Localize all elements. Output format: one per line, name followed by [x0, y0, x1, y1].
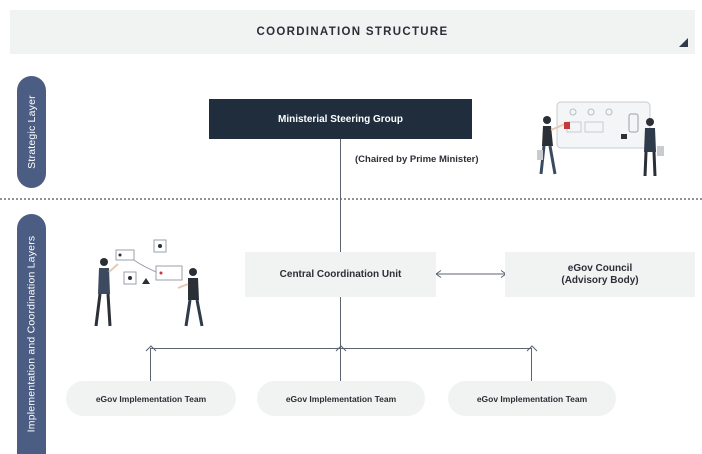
steering-group-label: Ministerial Steering Group — [277, 113, 404, 125]
implementation-team-2: eGov Implementation Team — [257, 381, 425, 416]
implementation-layer-label: Implementation and Coordination Layers — [25, 235, 38, 433]
connector-ccu-teams — [340, 297, 341, 381]
corner-triangle-icon — [679, 38, 688, 47]
team-label: eGov Implementation Team — [285, 393, 397, 404]
connector-steering-ccu — [340, 139, 341, 252]
presentation-illustration-icon — [94, 239, 204, 327]
egov-council-sublabel: (Advisory Body) — [561, 274, 639, 286]
arrow-head-icon — [335, 345, 347, 352]
title-banner: COORDINATION STRUCTURE — [10, 10, 695, 54]
connector-teams-horizontal — [150, 348, 532, 349]
steering-group-box: Ministerial Steering Group — [209, 99, 472, 139]
egov-council-box: eGov Council (Advisory Body) — [505, 252, 695, 297]
implementation-team-1: eGov Implementation Team — [66, 381, 236, 416]
connector-team-right — [531, 348, 532, 381]
implementation-team-3: eGov Implementation Team — [448, 381, 616, 416]
team-label: eGov Implementation Team — [476, 393, 588, 404]
connector-team-left — [150, 348, 151, 381]
arrow-head-icon — [145, 345, 157, 352]
strategic-layer-label: Strategic Layer — [25, 95, 38, 169]
arrow-head-icon — [526, 345, 538, 352]
ccu-box: Central Coordination Unit — [245, 252, 436, 297]
strategic-layer-pill: Strategic Layer — [17, 76, 46, 188]
implementation-layer-pill: Implementation and Coordination Layers — [17, 214, 46, 454]
layer-separator — [0, 198, 702, 200]
steering-group-note: (Chaired by Prime Minister) — [355, 154, 479, 165]
bidirectional-arrow — [435, 270, 507, 278]
team-label: eGov Implementation Team — [95, 393, 207, 404]
diagram-title: COORDINATION STRUCTURE — [256, 26, 449, 38]
ccu-label: Central Coordination Unit — [279, 268, 402, 280]
whiteboard-illustration-icon — [537, 101, 664, 177]
egov-council-label: eGov Council — [567, 262, 633, 274]
